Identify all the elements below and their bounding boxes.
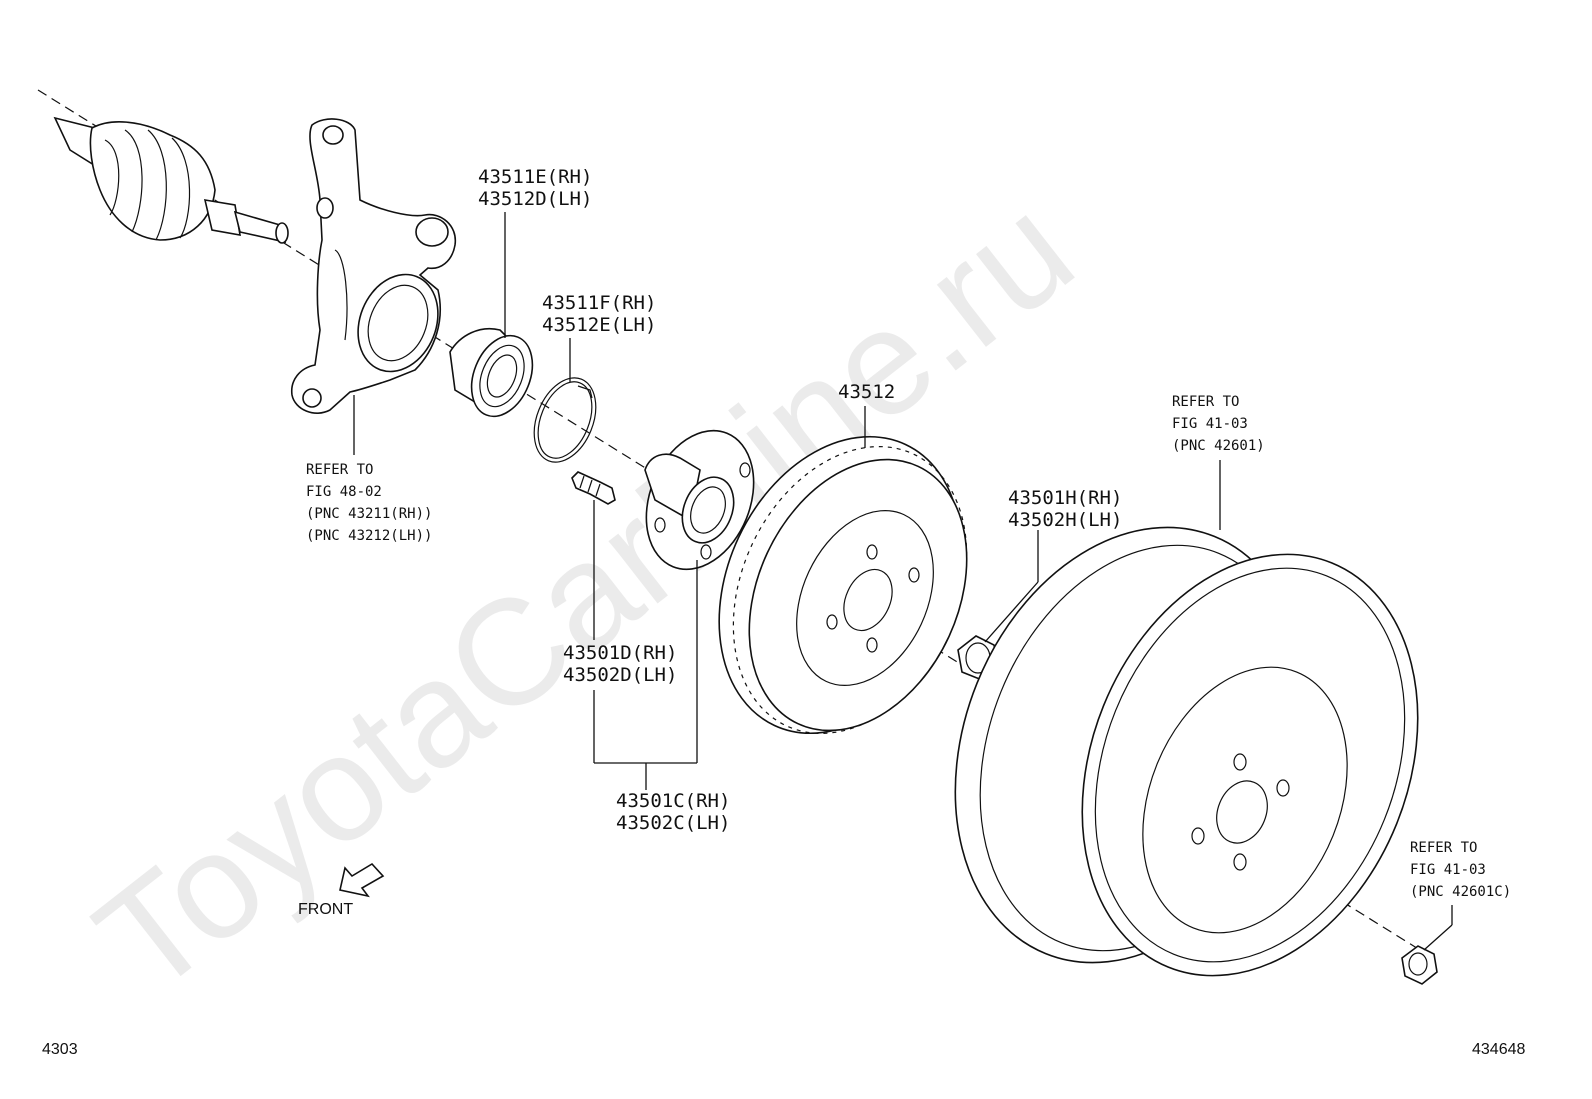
svg-text:FIG 48-02: FIG 48-02 [306,484,382,500]
callout-brake-disc: 43512 [838,381,895,403]
snap-ring [533,377,597,463]
svg-text:43502D(LH): 43502D(LH) [563,664,677,686]
axle-hub [644,429,755,571]
svg-text:FIG 41-03: FIG 41-03 [1172,416,1248,432]
steering-knuckle [290,118,456,414]
svg-text:REFER TO: REFER TO [1410,840,1477,856]
callout-hub-bolt: 43501D(RH) 43502D(LH) [563,642,677,686]
svg-text:43512: 43512 [838,381,895,403]
ref-knuckle: REFER TO FIG 48-02 (PNC 43211(RH)) (PNC … [306,462,432,544]
svg-text:FIG 41-03: FIG 41-03 [1410,862,1486,878]
drive-shaft [53,116,289,244]
callout-hub-bearing: 43511E(RH) 43512D(LH) [478,166,592,210]
front-label: FRONT [298,901,353,918]
svg-text:43511F(RH): 43511F(RH) [542,292,656,314]
front-arrow-icon [339,862,385,898]
illustration-number: 434648 [1472,1041,1525,1058]
svg-text:43501C(RH): 43501C(RH) [616,790,730,812]
callout-axle-hub: 43501C(RH) 43502C(LH) [616,790,730,834]
ref-wheel-nut: REFER TO FIG 41-03 (PNC 42601C) [1410,840,1511,900]
svg-text:43511E(RH): 43511E(RH) [478,166,592,188]
ref-wheel: REFER TO FIG 41-03 (PNC 42601) [1172,394,1265,454]
svg-text:(PNC 42601C): (PNC 42601C) [1410,884,1511,900]
svg-text:(PNC 42601): (PNC 42601) [1172,438,1265,454]
svg-text:REFER TO: REFER TO [1172,394,1239,410]
svg-text:43512E(LH): 43512E(LH) [542,314,656,336]
svg-text:REFER TO: REFER TO [306,462,373,478]
wheel-nut [1401,945,1438,985]
svg-text:(PNC 43211(RH)): (PNC 43211(RH)) [306,506,432,522]
svg-text:43512D(LH): 43512D(LH) [478,188,592,210]
brake-disc [718,435,968,735]
hub-bearing [449,328,534,418]
leader-lines [353,212,1453,951]
svg-text:43502H(LH): 43502H(LH) [1008,509,1122,531]
svg-text:(PNC 43212(LH)): (PNC 43212(LH)) [306,528,432,544]
callout-hub-nut: 43501H(RH) 43502H(LH) [1008,487,1122,531]
svg-text:43501H(RH): 43501H(RH) [1008,487,1122,509]
hub-bolt [571,471,616,505]
svg-text:43502C(LH): 43502C(LH) [616,812,730,834]
callout-snap-ring: 43511F(RH) 43512E(LH) [542,292,656,336]
wheel [954,526,1419,977]
figure-number: 4303 [42,1041,78,1058]
svg-text:43501D(RH): 43501D(RH) [563,642,677,664]
